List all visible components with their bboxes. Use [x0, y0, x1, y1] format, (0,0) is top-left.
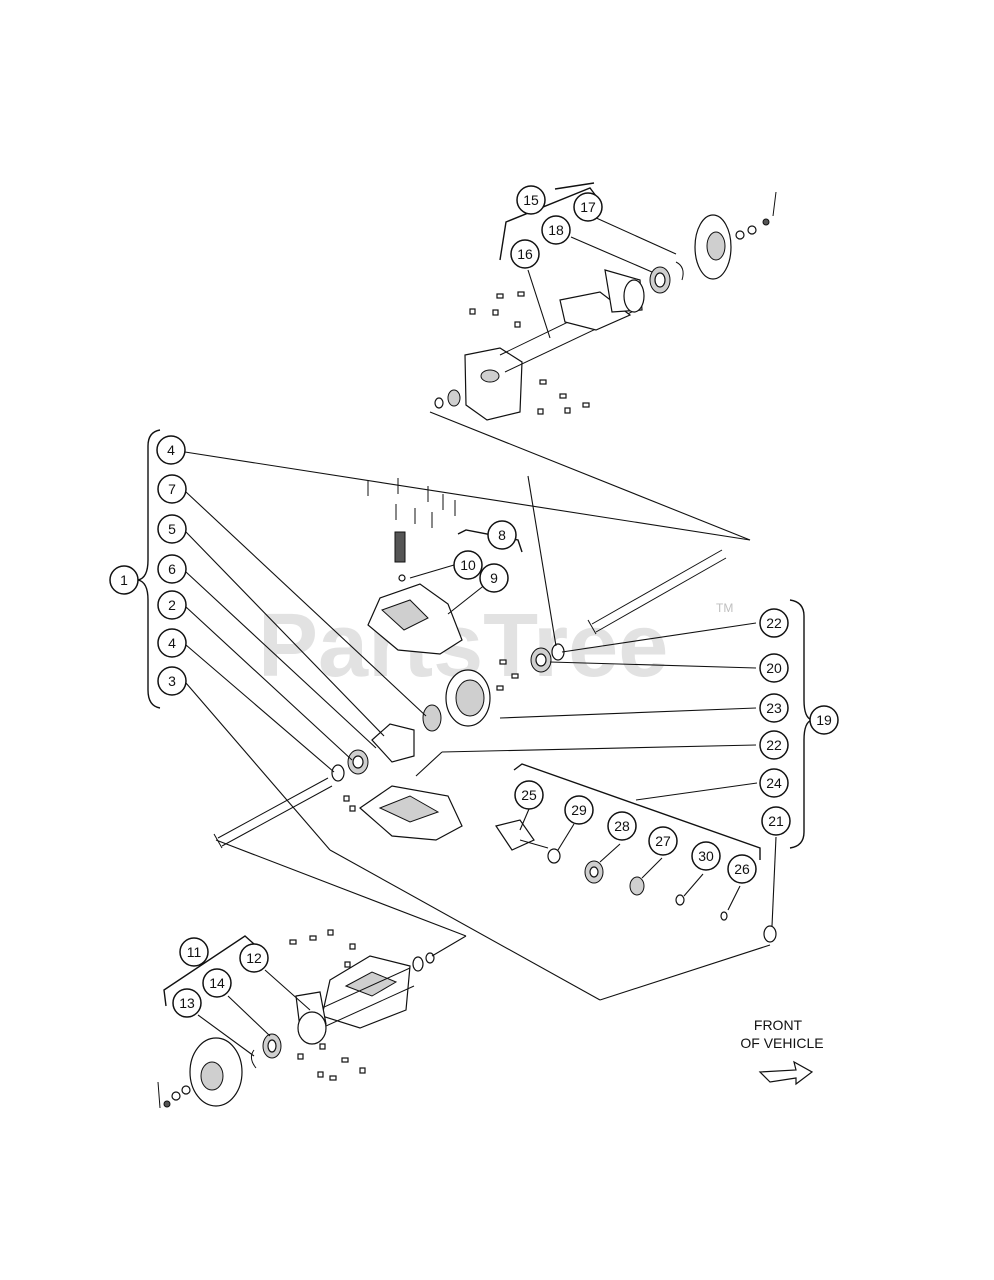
callout-label: 6 [168, 561, 176, 577]
callout-22-bottom: 22 [759, 730, 789, 760]
callout-13: 13 [172, 988, 202, 1018]
leader-lines [184, 211, 777, 1057]
callout-3: 3 [157, 666, 187, 696]
callout-label: 23 [766, 700, 782, 716]
callout-29: 29 [564, 795, 594, 825]
callout-21: 21 [761, 806, 791, 836]
callout-label: 22 [766, 615, 782, 631]
callout-5: 5 [157, 514, 187, 544]
callout-4-bottom: 4 [157, 628, 187, 658]
callout-label: 9 [490, 570, 498, 586]
lower-axle-shaft [213, 777, 333, 849]
callout-28: 28 [607, 811, 637, 841]
callout-label: 24 [766, 775, 782, 791]
callout-label: 16 [517, 246, 533, 262]
callout-8: 8 [487, 520, 517, 550]
callout-label: 3 [168, 673, 176, 689]
watermark-tm: TM [716, 601, 733, 615]
callout-16: 16 [510, 239, 540, 269]
callout-label: 15 [523, 192, 539, 208]
watermark: PartsTree TM [258, 596, 733, 696]
callout-1: 1 [109, 565, 139, 595]
upper-axle-tube-assembly [434, 191, 777, 421]
callout-label: 26 [734, 861, 750, 877]
callout-label: 28 [614, 818, 630, 834]
callout-24: 24 [759, 768, 789, 798]
differential-housing-top [367, 478, 463, 655]
callout-label: 18 [548, 222, 564, 238]
upper-axle-shaft [587, 549, 727, 635]
callout-label: 14 [209, 975, 225, 991]
callout-15: 15 [516, 185, 546, 215]
callout-label: 20 [766, 660, 782, 676]
brackets [137, 182, 813, 1007]
callout-label: 27 [655, 833, 671, 849]
differential-internals [331, 643, 565, 782]
callout-label: 12 [246, 950, 262, 966]
callout-label: 13 [179, 995, 195, 1011]
callout-label: 2 [168, 597, 176, 613]
callout-label: 17 [580, 199, 596, 215]
callout-label: 25 [521, 787, 537, 803]
callout-11: 11 [179, 937, 209, 967]
callout-7: 7 [157, 474, 187, 504]
callout-10: 10 [453, 550, 483, 580]
arrow-right-icon [758, 1060, 814, 1086]
lower-axle-tube-assembly [157, 929, 435, 1109]
callout-label: 11 [187, 944, 202, 960]
pinion-shaft-group [495, 819, 777, 943]
callout-label: 19 [816, 712, 832, 728]
callout-22-top: 22 [759, 608, 789, 638]
front-label-line2: OF VEHICLE [740, 1035, 823, 1051]
front-of-vehicle-indicator: FRONT OF VEHICLE [740, 1017, 824, 1086]
callout-label: 29 [571, 802, 587, 818]
callout-20: 20 [759, 653, 789, 683]
differential-housing-bottom [343, 785, 463, 841]
callout-label: 4 [168, 635, 176, 651]
callout-19: 19 [809, 705, 839, 735]
callout-6: 6 [157, 554, 187, 584]
callout-17: 17 [573, 192, 603, 222]
callout-label: 1 [120, 572, 128, 588]
callout-label: 10 [460, 557, 476, 573]
callout-label: 21 [768, 813, 784, 829]
callout-label: 22 [766, 737, 782, 753]
callout-30: 30 [691, 841, 721, 871]
callout-label: 8 [498, 527, 506, 543]
callout-label: 5 [168, 521, 176, 537]
callout-label: 7 [168, 481, 176, 497]
callout-9: 9 [479, 563, 509, 593]
callout-27: 27 [648, 826, 678, 856]
callout-26: 26 [727, 854, 757, 884]
callout-label: 30 [698, 848, 714, 864]
callout-25: 25 [514, 780, 544, 810]
callout-label: 4 [167, 442, 175, 458]
front-label-line1: FRONT [754, 1017, 803, 1033]
callout-12: 12 [239, 943, 269, 973]
callout-18: 18 [541, 215, 571, 245]
callout-23: 23 [759, 693, 789, 723]
callout-4-top: 4 [156, 435, 186, 465]
callout-2: 2 [157, 590, 187, 620]
callout-14: 14 [202, 968, 232, 998]
